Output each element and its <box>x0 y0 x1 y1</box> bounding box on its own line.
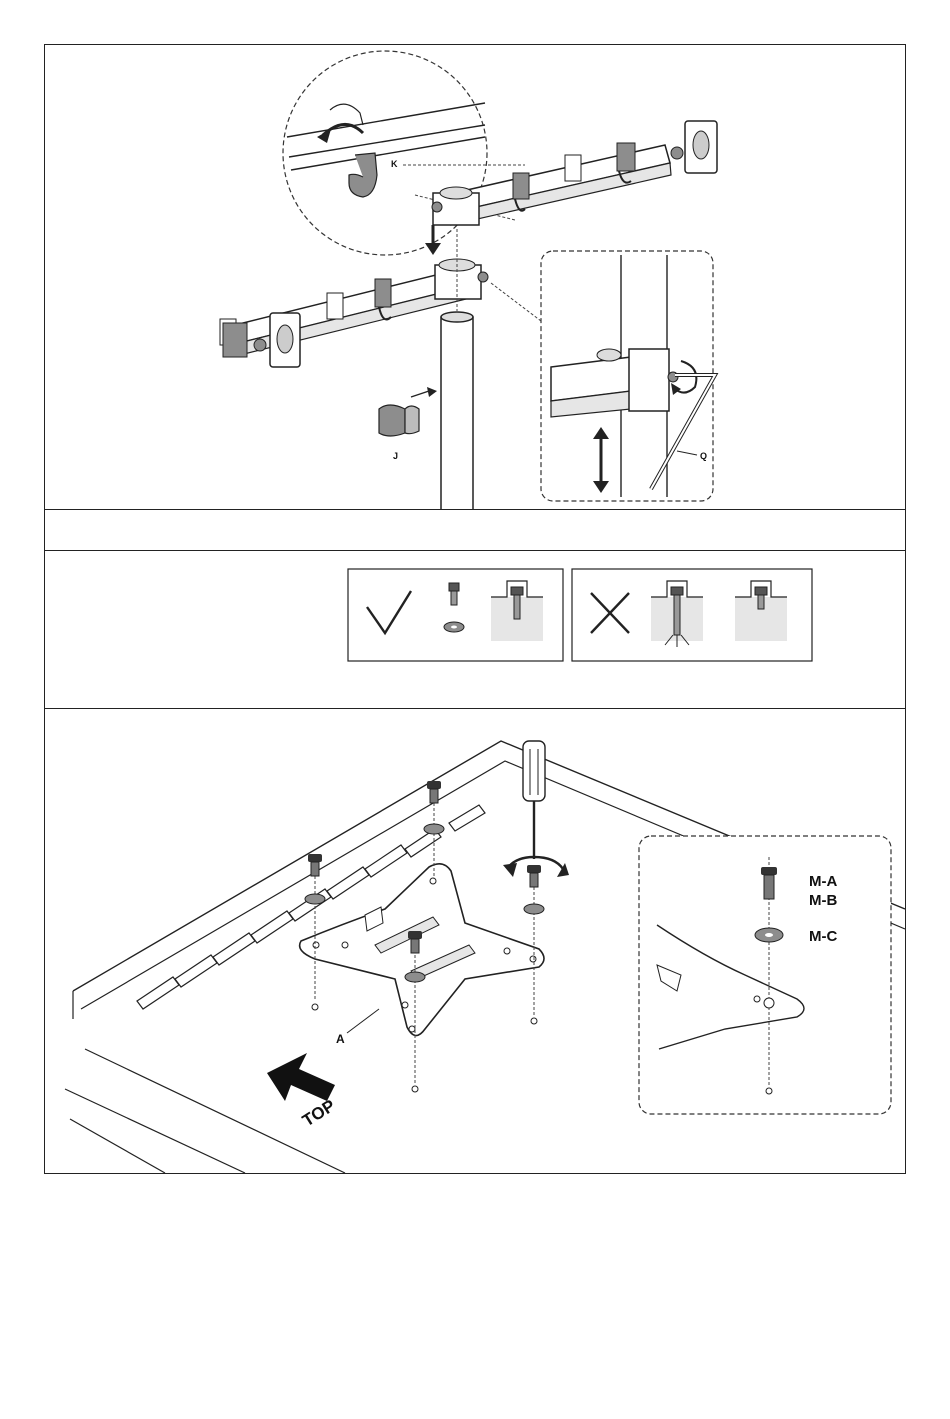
plate-label: A <box>336 1032 345 1046</box>
allen-key-label: Q <box>700 451 707 461</box>
top-direction-label: TOP <box>299 1096 338 1130</box>
screw-a-label: M-A <box>809 873 837 890</box>
step-4-panel: A TOP M-A M-B M-C <box>44 708 906 1174</box>
cable-clip-detail <box>283 51 525 255</box>
incorrect-usage-box <box>572 569 812 661</box>
screwdriver <box>503 741 569 877</box>
collar-label: J <box>393 451 398 461</box>
correct-usage-box <box>348 569 563 661</box>
washer-label: M-C <box>809 928 837 945</box>
vesa-plate-illustration: A TOP M-A M-B M-C <box>45 709 905 1173</box>
screw-detail-box: M-A M-B M-C <box>639 836 891 1114</box>
top-direction-arrow-icon <box>267 1053 335 1101</box>
step-1-panel: K <box>44 44 906 510</box>
collar-part <box>379 387 437 436</box>
screw-length-illustration <box>45 551 905 708</box>
screw-b-label: M-B <box>809 892 837 909</box>
allen-key-detail <box>491 251 715 501</box>
step-3-panel <box>44 550 906 709</box>
clip-label: K <box>391 159 398 169</box>
arm-assembly-illustration: K <box>45 45 905 509</box>
step-2-panel <box>44 509 906 551</box>
